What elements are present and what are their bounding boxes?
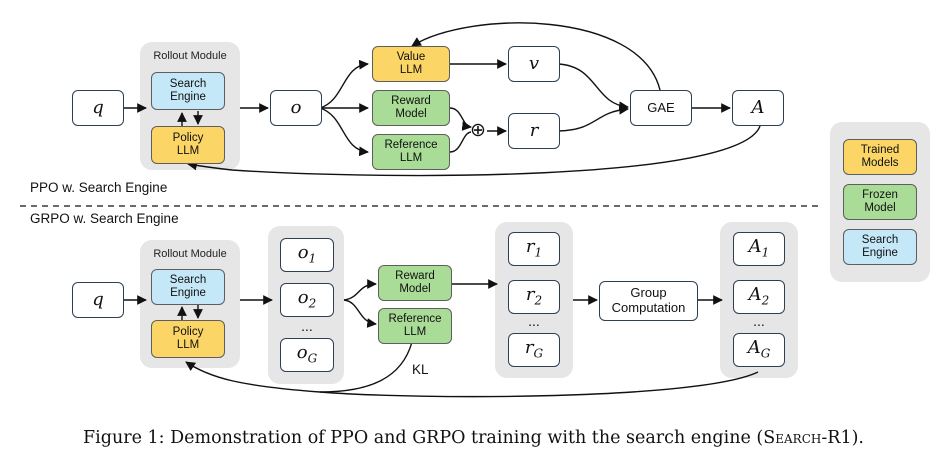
kl-label: KL — [412, 362, 429, 377]
grpo-search-engine: Search Engine — [151, 269, 225, 305]
figure-caption: Figure 1: Demonstration of PPO and GRPO … — [83, 428, 864, 448]
ppo-reward-node: r — [508, 113, 560, 149]
grpo-reference-llm: Reference LLM — [378, 308, 452, 344]
ppo-output-node: o — [270, 90, 322, 126]
legend-frozen-model: Frozen Model — [843, 184, 917, 220]
ppo-section-label: PPO w. Search Engine — [30, 180, 168, 195]
grpo-kl-curve — [319, 341, 413, 393]
grpo-query-node: q — [72, 282, 124, 318]
grpo-reward-2: r2 — [508, 280, 560, 314]
arrow-gae-to-value-feedback — [411, 22, 661, 91]
ppo-policy-llm: Policy LLM — [151, 126, 225, 164]
grpo-arrow-advantages-to-policy — [185, 361, 759, 398]
ppo-value-node: v — [508, 46, 560, 82]
oplus-symbol: ⊕ — [470, 120, 486, 141]
grpo-outputs-ellipsis: ... — [301, 318, 313, 334]
grpo-output-1: o1 — [280, 238, 334, 272]
grpo-advantage-G: AG — [733, 333, 785, 367]
grpo-rollout-title: Rollout Module — [153, 248, 227, 260]
ppo-reward-model: Reward Model — [372, 90, 450, 126]
legend-search-engine: Search Engine — [843, 229, 917, 265]
grpo-reward-model: Reward Model — [378, 265, 452, 301]
group-computation-node: Group Computation — [599, 281, 698, 321]
grpo-reward-1: r1 — [508, 232, 560, 266]
grpo-output-G: oG — [280, 338, 334, 372]
grpo-policy-llm: Policy LLM — [151, 320, 225, 358]
ppo-reference-llm: Reference LLM — [372, 134, 450, 170]
arrow-reward-to-plus — [449, 107, 472, 131]
grpo-advantage-1: A1 — [733, 232, 785, 266]
ppo-search-engine: Search Engine — [151, 72, 225, 110]
grpo-arrow-outputs-to-reference — [343, 299, 377, 328]
grpo-output-2: o2 — [280, 283, 334, 317]
arrow-reference-to-plus — [449, 131, 472, 153]
grpo-section-label: GRPO w. Search Engine — [30, 211, 179, 226]
grpo-advantage-2: A2 — [733, 280, 785, 314]
ppo-advantage-node: A — [732, 90, 784, 126]
arrow-A-to-policy — [187, 125, 761, 177]
arrow-o-to-reference — [319, 107, 369, 157]
arrow-v-to-gae — [557, 63, 629, 112]
arrow-r-to-gae — [557, 104, 629, 132]
legend-trained-models: Trained Models — [843, 139, 917, 175]
grpo-arrow-outputs-to-reward — [343, 279, 377, 301]
ppo-rollout-title: Rollout Module — [153, 50, 227, 62]
grpo-reward-G: rG — [508, 333, 560, 367]
ppo-query-node: q — [72, 90, 124, 126]
grpo-advantages-ellipsis: ... — [753, 313, 765, 329]
ppo-gae-node: GAE — [630, 90, 692, 126]
ppo-value-llm: Value LLM — [372, 46, 450, 82]
arrow-o-to-value — [319, 59, 369, 109]
grpo-rewards-ellipsis: ... — [528, 313, 540, 329]
